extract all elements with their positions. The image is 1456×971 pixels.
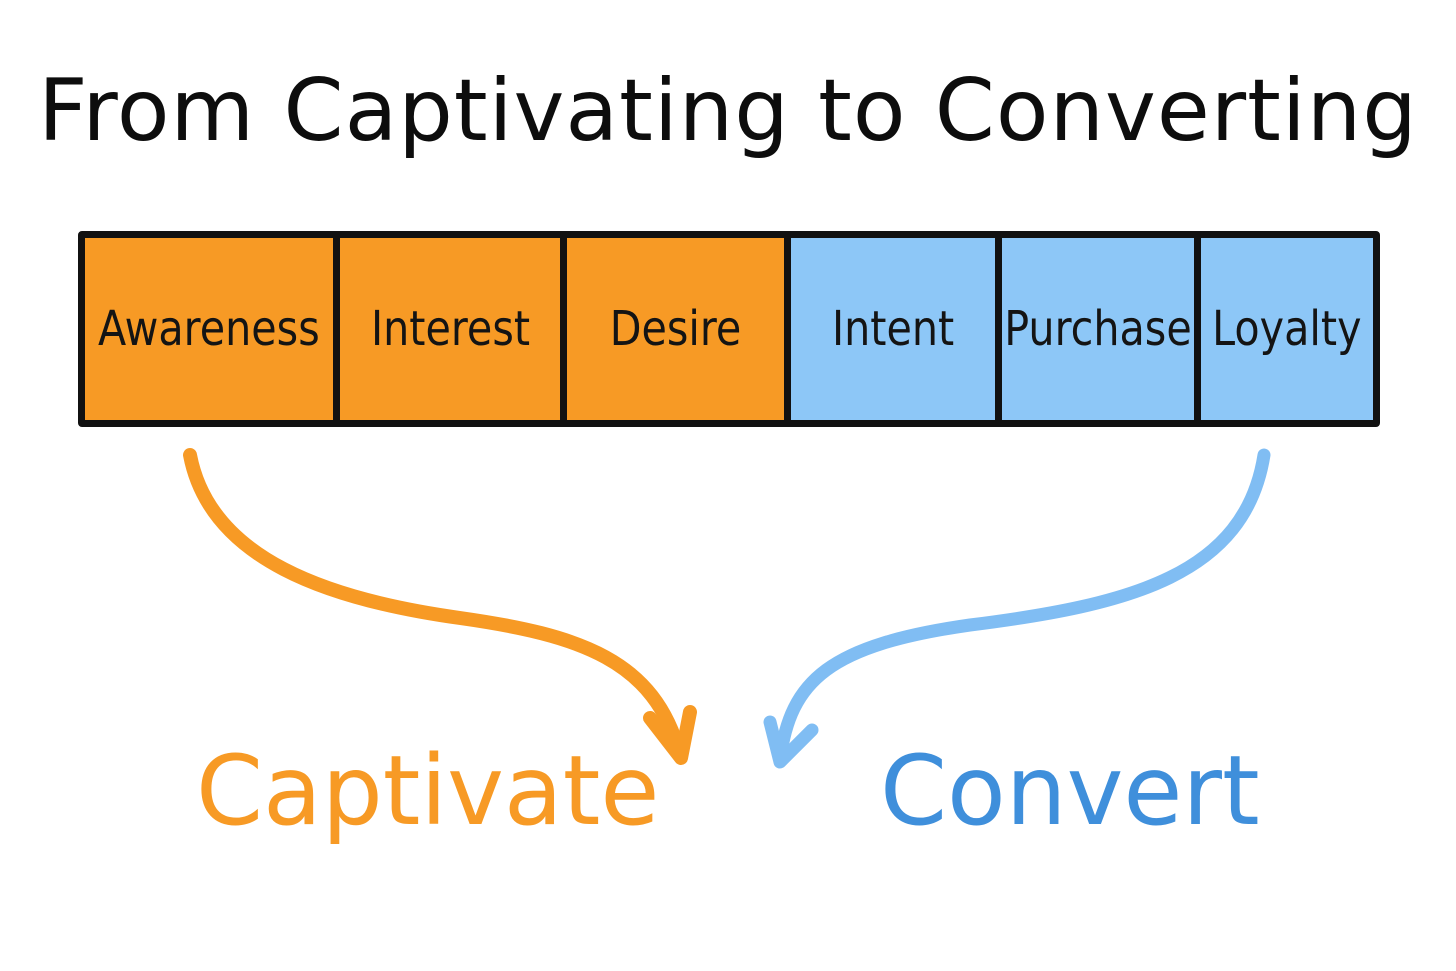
curved-arrow-down-right-icon	[183, 448, 697, 765]
stage-interest-label: Interest	[370, 301, 530, 357]
page-title: From Captivating to Converting	[38, 61, 1418, 161]
stage-loyalty-label: Loyalty	[1212, 301, 1362, 357]
stage-intent: Intent	[784, 238, 995, 420]
stage-awareness-label: Awareness	[98, 301, 320, 357]
convert-label: Convert	[880, 735, 1260, 847]
curved-arrow-down-left-icon	[763, 448, 1271, 769]
captivate-label: Captivate	[196, 735, 660, 847]
stage-desire: Desire	[560, 238, 784, 420]
convert-arrow-head	[763, 715, 819, 769]
stage-purchase-label: Purchase	[1004, 301, 1192, 357]
stage-purchase: Purchase	[995, 238, 1194, 420]
captivate-arrow-curve	[183, 448, 687, 762]
customer-journey-bar: Awareness Interest Desire Intent Purchas…	[78, 231, 1380, 427]
stage-intent-label: Intent	[831, 301, 955, 357]
stage-loyalty: Loyalty	[1194, 238, 1373, 420]
stage-desire-label: Desire	[609, 301, 742, 357]
stage-interest: Interest	[333, 238, 560, 420]
stage-awareness: Awareness	[85, 238, 333, 420]
captivate-arrow-head	[643, 705, 697, 765]
convert-arrow-curve	[773, 448, 1271, 767]
